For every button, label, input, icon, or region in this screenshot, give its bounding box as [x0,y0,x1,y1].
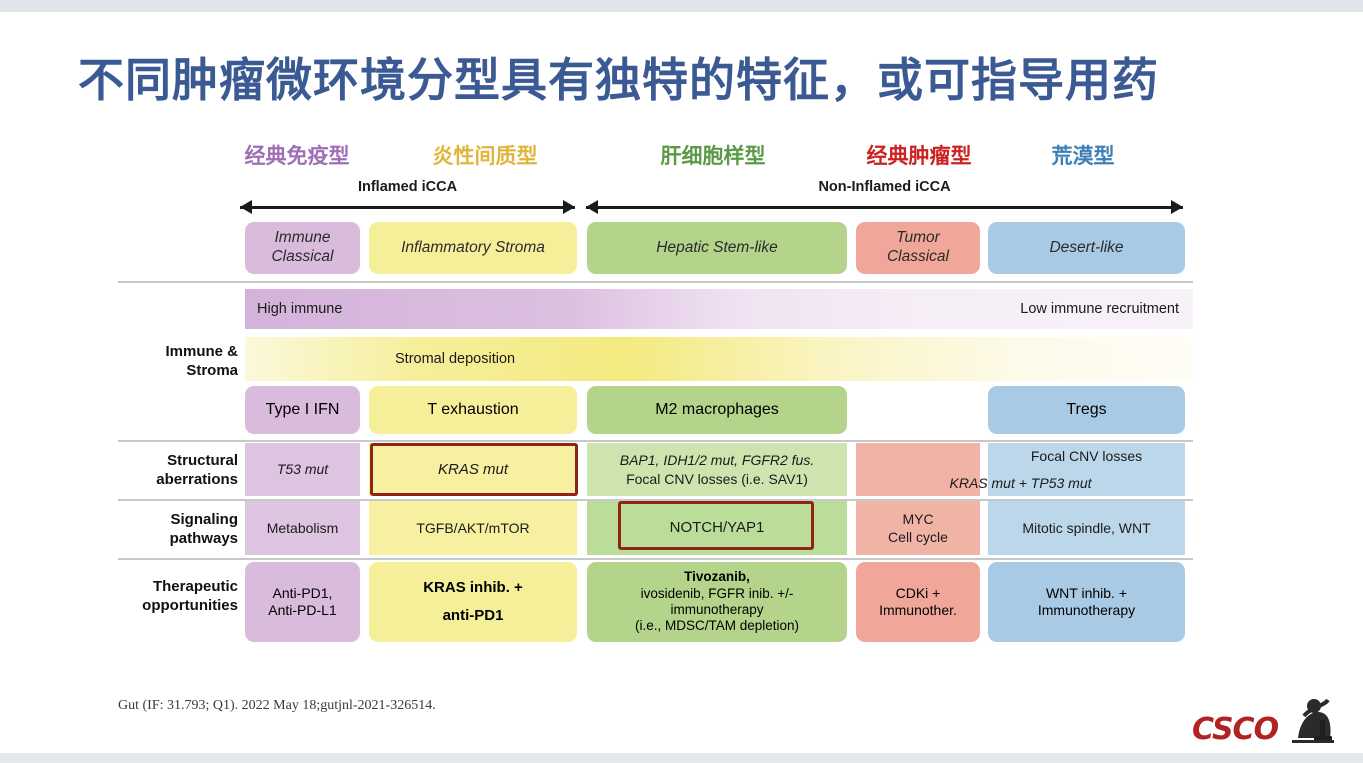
therapeutic-cell-desert-like: WNT inhib. + Immunotherapy [988,562,1185,642]
cell-label-line2: Cell cycle [888,529,948,545]
csco-researcher-microscope-icon [1292,698,1334,743]
cell-label-line1: WNT inhib. + [1045,584,1128,601]
cell-label: M2 macrophages [655,401,779,419]
cell-label: KRAS mut + TP53 mut [949,474,1092,491]
structural-cell-kras-tp53-span: KRAS mut + TP53 mut [856,472,1185,494]
immune-cell-tregs: Tregs [988,386,1185,434]
gradient-right-label: Low immune recruitment [1020,301,1179,317]
therapeutic-cell-immune-classical: Anti-PD1, Anti-PD-L1 [245,562,360,642]
cell-label-line4: (i.e., MDSC/TAM depletion) [634,618,800,634]
page-title: 不同肿瘤微环境分型具有独特的特征，或可指导用药 [78,53,1159,107]
slide-top-edge [0,0,1363,12]
cell-label-line1: MYC [902,510,934,527]
arrow-line [586,206,1183,209]
therapeutic-cell-hepatic-stem-like: Tivozanib, ivosidenib, FGFR inib. +/- im… [587,562,847,642]
cell-label: NOTCH/YAP1 [669,519,765,537]
cell-label-line3: immunotherapy [670,602,764,617]
row-label-structural: Structural aberrations [156,452,238,488]
cn-header-desert-like: 荒漠型 [1051,144,1115,168]
row-label-immune-stroma: Immune & Stroma [165,343,238,379]
rule-therapeutic [118,558,1193,560]
rule-signaling [118,499,1193,501]
signaling-cell-inflammatory-stroma: TGFB/AKT/mTOR [369,501,577,555]
cell-label: T53 mut [276,461,329,478]
cell-label: Type I IFN [265,401,340,419]
structural-cell-hepatic-stem-like: BAP1, IDH1/2 mut, FGFR2 fus. Focal CNV l… [587,443,847,496]
cell-label: TGFB/AKT/mTOR [416,519,530,536]
cell-label: Mitotic spindle, WNT [1022,519,1151,536]
subtype-label: Desert-like [1049,238,1124,256]
subtype-box-desert-like: Desert-like [988,222,1185,274]
arrow-head-right-icon [563,200,575,214]
therapeutic-cell-tumor-classical: CDKi + Immunother. [856,562,980,642]
cn-header-hepatic-stem-like: 肝细胞样型 [660,144,766,168]
cell-label: T exhaustion [427,401,519,419]
cell-label: Focal CNV losses [1030,448,1143,464]
signaling-cell-tumor-classical: MYC Cell cycle [856,501,980,555]
structural-cell-desert-like: Focal CNV losses [988,443,1185,496]
subtype-label: Immune Classical [271,229,334,265]
cell-label-line2: ivosidenib, FGFR inib. +/- [640,585,794,601]
signaling-cell-desert-like: Mitotic spindle, WNT [988,501,1185,555]
therapeutic-cell-inflammatory-stroma: KRAS inhib. + anti-PD1 [369,562,577,642]
cell-label-line1: CDKi + [895,584,941,601]
rule-structural [118,440,1193,442]
subtype-box-immune-classical: Immune Classical [245,222,360,274]
gradient-bar-stroma: Stromal deposition [245,337,1193,381]
signaling-cell-hepatic-stem-like: NOTCH/YAP1 [587,501,847,555]
arrow-line [240,206,575,209]
cell-label: Metabolism [266,519,339,536]
cell-label-line2: Anti-PD-L1 [268,602,337,618]
cell-label-line1: KRAS inhib. + [423,579,523,597]
subtype-label: Hepatic Stem-like [656,238,778,256]
structural-cell-inflammatory-stroma: KRAS mut [369,443,577,496]
arrow-label-inflamed: Inflamed iCCA [357,179,458,195]
immune-cell-type-i-ifn: Type I IFN [245,386,360,434]
subtype-box-hepatic-stem-like: Hepatic Stem-like [587,222,847,274]
rule-top [118,281,1193,283]
gradient-bar-immune: High immune Low immune recruitment [245,289,1193,329]
cell-label: Tregs [1066,401,1107,419]
cell-label: KRAS mut [437,460,509,478]
cell-label-line1: Tivozanib, [684,569,750,585]
citation: Gut (IF: 31.793; Q1). 2022 May 18;gutjnl… [118,698,436,713]
gradient-stroma-label: Stromal deposition [395,351,516,367]
cell-label-line1: BAP1, IDH1/2 mut, FGFR2 fus. [619,452,815,469]
arrow-label-non-inflamed: Non-Inflamed iCCA [818,179,951,195]
cell-label-line2: anti-PD1 [442,606,504,624]
subtype-label: Inflammatory Stroma [401,238,545,256]
arrow-head-left-icon [240,200,252,214]
immune-cell-m2-macrophages: M2 macrophages [587,386,847,434]
arrow-inflamed-icca: Inflamed iCCA [240,179,575,216]
row-label-signaling: Signaling pathways [169,511,238,547]
cell-label-line2: Focal CNV losses (i.e. SAV1) [626,470,808,487]
cell-label-line2: Immunother. [879,602,957,618]
arrow-head-right-icon [1171,200,1183,214]
cell-label-line1: Anti-PD1, [272,584,333,601]
arrow-non-inflamed-icca: Non-Inflamed iCCA [586,179,1183,216]
row-label-therapeutic: Therapeutic opportunities [142,578,238,614]
gradient-left-label: High immune [257,301,343,317]
cn-header-immune-classical: 经典免疫型 [244,144,350,168]
structural-cell-immune-classical: T53 mut [245,443,360,496]
immune-cell-t-exhaustion: T exhaustion [369,386,577,434]
slide-bottom-edge [0,753,1363,763]
arrow-head-left-icon [586,200,598,214]
signaling-cell-immune-classical: Metabolism [245,501,360,555]
subtype-box-tumor-classical: Tumor Classical [856,222,980,274]
cn-header-inflammatory-stroma: 炎性间质型 [432,144,538,168]
csco-logo: CSCO [1192,698,1342,748]
subtype-box-inflammatory-stroma: Inflammatory Stroma [369,222,577,274]
cell-label-line2: Immunotherapy [1037,602,1136,618]
subtype-label: Tumor Classical [886,229,949,265]
cn-header-tumor-classical: 经典肿瘤型 [866,144,972,168]
csco-logo-text: CSCO [1192,712,1279,747]
structural-cell-tumor-classical [856,443,980,496]
